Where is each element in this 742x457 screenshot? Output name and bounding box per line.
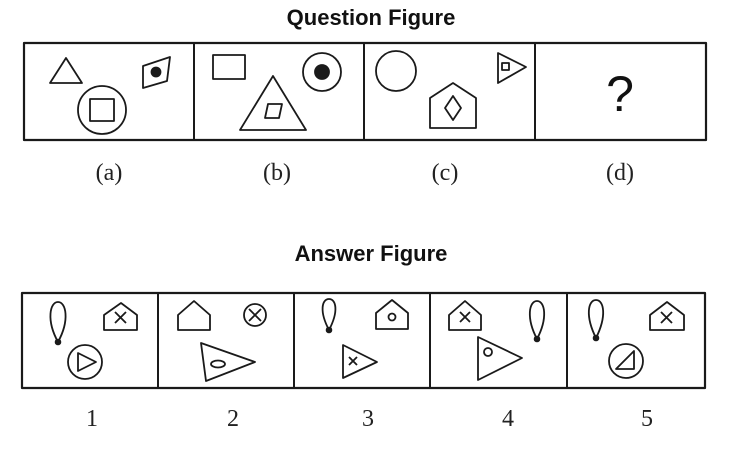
pentagon-shape [375, 299, 409, 330]
answer-label-2: 2 [227, 406, 239, 432]
answer-option-1[interactable] [49, 301, 138, 380]
square-shape [89, 98, 115, 122]
triangle-shape [200, 342, 256, 382]
dot-shape [314, 64, 330, 80]
triangle-shape [615, 350, 635, 370]
dot-shape [533, 335, 541, 343]
dot-shape [150, 66, 162, 78]
small-circle-shape [483, 347, 493, 357]
answer-label-5: 5 [641, 406, 653, 432]
pentagon-shape [177, 300, 211, 331]
triangle-shape [77, 352, 97, 372]
question-label-c: (c) [431, 160, 459, 186]
question-figure-c [375, 50, 527, 129]
loop-shape [587, 299, 605, 339]
answer-label-3: 3 [362, 406, 374, 432]
question-label-b: (b) [263, 160, 291, 186]
answer-option-5[interactable] [587, 299, 685, 379]
question-label-a: (a) [95, 160, 123, 186]
parallelogram-shape [264, 103, 283, 119]
square-shape [501, 62, 510, 71]
question-figure-title: Question Figure [286, 5, 456, 30]
loop-shape [321, 298, 337, 331]
circle-shape [67, 344, 103, 380]
answer-option-3[interactable] [321, 298, 409, 379]
answer-figure-strip [20, 291, 707, 390]
triangle-shape [497, 52, 527, 84]
question-figure-strip: ? [22, 41, 708, 142]
triangle-shape [49, 57, 83, 84]
rectangle-shape [212, 54, 246, 80]
diamond-shape [444, 95, 462, 121]
triangle-shape [239, 75, 307, 131]
circle-shape [77, 85, 127, 135]
dot-shape [592, 334, 600, 342]
cross-mark [248, 308, 262, 322]
loop-shape [49, 301, 67, 343]
pentagon-shape [429, 82, 477, 129]
question-figure-b [212, 52, 342, 131]
question-label-d: (d) [606, 160, 634, 186]
cross-mark [660, 311, 673, 324]
answer-label-4: 4 [502, 406, 514, 432]
circle-shape [243, 303, 267, 327]
question-figure-a [49, 56, 171, 135]
circle-shape [608, 343, 644, 379]
circle-shape [302, 52, 342, 92]
pentagon-shape [448, 300, 482, 331]
dot-shape [325, 326, 333, 334]
triangle-shape [477, 336, 523, 381]
answer-figure-title: Answer Figure [294, 241, 448, 266]
ellipse-shape [210, 359, 226, 369]
parallelogram-shape [142, 56, 171, 89]
answer-option-4[interactable] [448, 300, 546, 381]
answer-option-2[interactable] [177, 300, 267, 382]
pentagon-shape [649, 301, 685, 331]
cross-mark [114, 311, 127, 324]
answer-label-1: 1 [86, 406, 98, 432]
cross-mark [348, 356, 358, 366]
pentagon-shape [103, 302, 138, 331]
answer-strip-border [20, 291, 707, 390]
loop-shape [528, 300, 546, 340]
triangle-shape [342, 344, 378, 379]
dot-shape [54, 338, 62, 346]
cross-mark [459, 311, 471, 323]
unknown-question-mark: ? [606, 66, 634, 122]
small-circle-shape [387, 312, 397, 322]
circle-shape [375, 50, 417, 92]
